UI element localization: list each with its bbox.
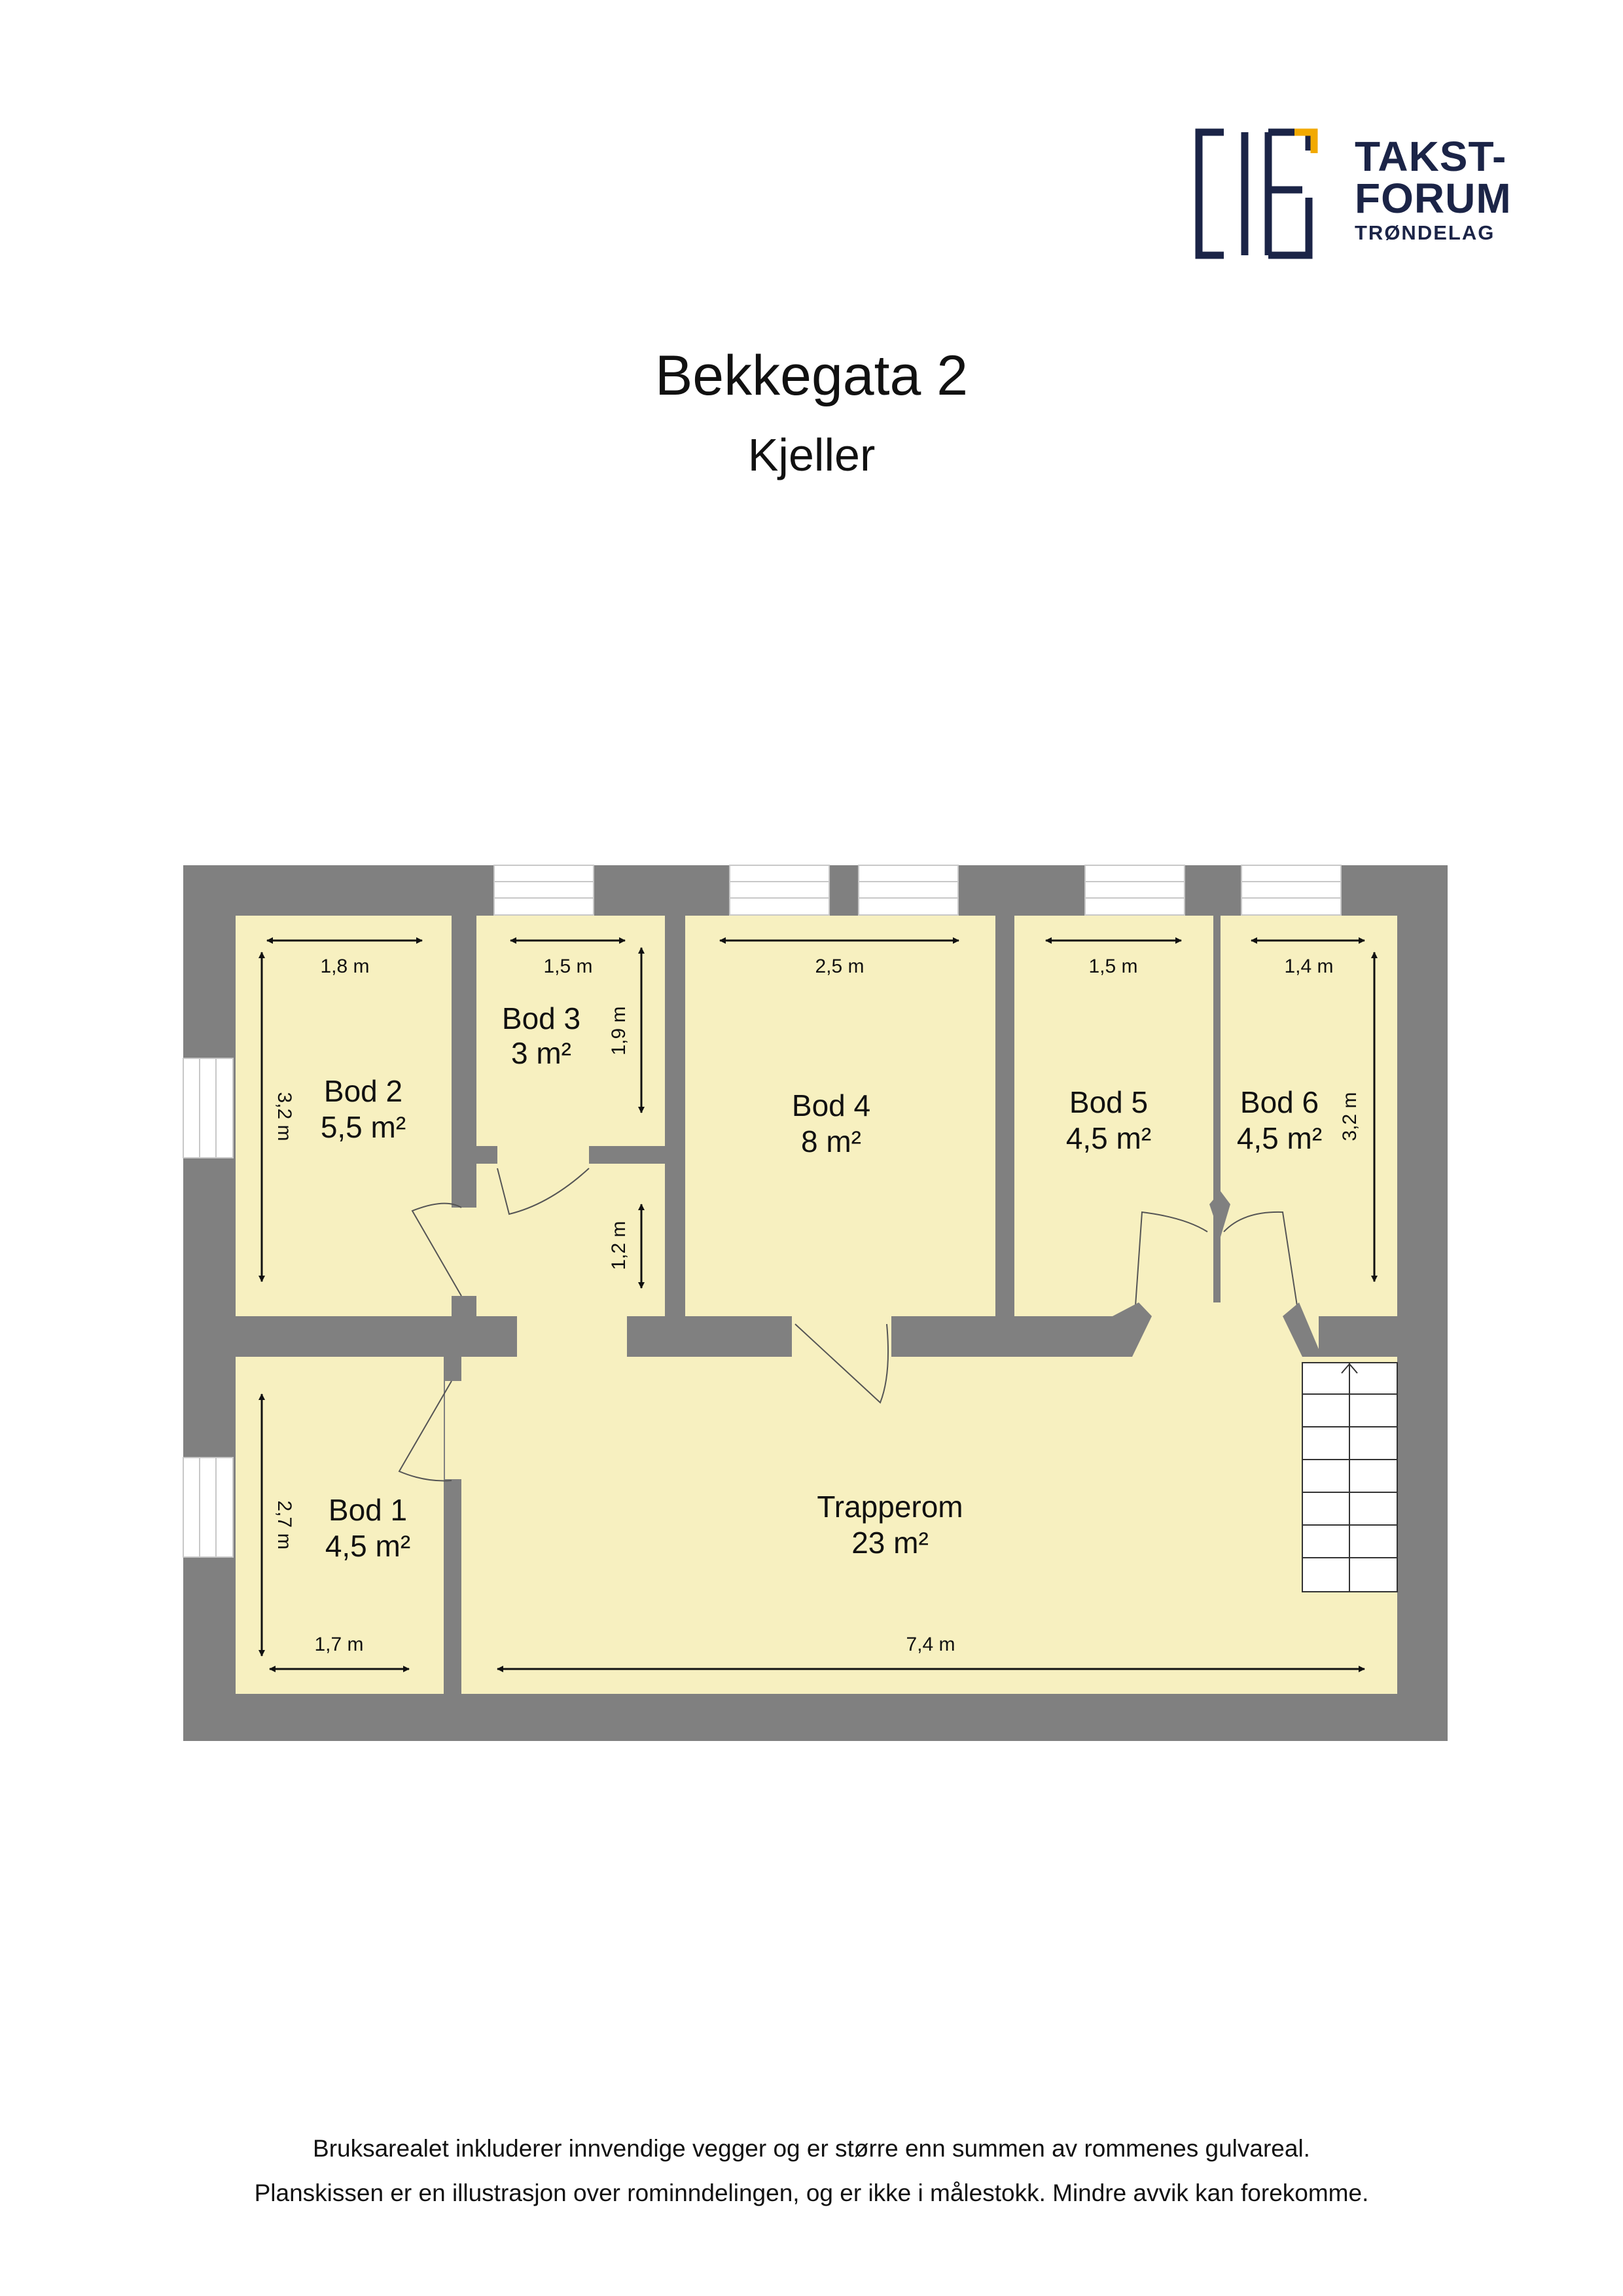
room-area-bod1: 4,5 m² [325,1529,410,1563]
dim-bod6-width: 1,4 m [1284,956,1333,977]
dim-bod1-width: 1,7 m [314,1634,363,1655]
window-top-3 [858,865,959,916]
dim-bod2-width: 1,8 m [320,956,369,977]
door-swings [398,1168,1298,1482]
room-name-bod2: Bod 2 [324,1074,402,1108]
floor-bod2 [236,916,452,1316]
room-name-bod3: Bod 3 [502,1001,580,1035]
floor-trapperom [461,1164,1397,1694]
room-area-bod3: 3 m² [511,1036,571,1070]
window-top-1 [493,865,594,916]
logo-text-line1: TAKST- [1355,133,1507,180]
room-name-trapperom: Trapperom [817,1490,963,1524]
window-left-1 [183,1058,234,1158]
logo-text-line2: FORUM [1355,175,1512,222]
dim-bod2-height: 3,2 m [274,1092,295,1141]
disclaimer-line-2: Planskissen er en illustrasjon over romi… [254,2179,1369,2206]
window-top-2 [729,865,830,916]
room-name-bod1: Bod 1 [329,1493,407,1527]
takstforum-logo-mark [1195,128,1318,259]
floor-bod6 [1221,916,1397,1316]
room-floors [236,916,1397,1694]
dim-bod4-width: 2,5 m [815,956,864,977]
dim-hall-height: 1,2 m [608,1221,630,1270]
dim-bod6-height: 3,2 m [1339,1092,1361,1141]
windows [183,865,1342,1558]
room-name-bod6: Bod 6 [1240,1085,1319,1119]
room-area-bod5: 4,5 m² [1066,1121,1151,1155]
room-area-bod6: 4,5 m² [1237,1121,1322,1155]
disclaimer-line-1: Bruksarealet inkluderer innvendige vegge… [313,2135,1310,2162]
dim-bod3-height: 1,9 m [608,1006,630,1055]
page-subtitle: Kjeller [747,429,876,480]
floor-bod3 [476,916,665,1146]
staircase [1302,1362,1398,1592]
room-area-bod2: 5,5 m² [321,1110,406,1144]
dim-bod1-height: 2,7 m [274,1500,295,1549]
room-name-bod5: Bod 5 [1069,1085,1148,1119]
floor-bod1 [236,1357,444,1694]
room-area-trapperom: 23 m² [851,1526,929,1560]
dim-bod5-width: 1,5 m [1088,956,1137,977]
dimension-lines [259,937,1378,1672]
dim-bod3-width: 1,5 m [543,956,592,977]
room-name-bod4: Bod 4 [792,1088,870,1122]
window-top-5 [1241,865,1342,916]
floor-bod5 [1014,916,1213,1316]
logo-text-line3: TRØNDELAG [1355,221,1495,244]
door-frames [1113,1191,1322,1357]
floor-bod4 [685,916,995,1316]
room-labels: Bod 2 5,5 m² Bod 3 3 m² Bod 4 8 m² Bod 5… [321,1001,1322,1563]
dimension-labels: 1,8 m 3,2 m 1,5 m 1,9 m 1,2 m 2,5 m 1,5 … [274,956,1361,1655]
dim-trapperom-width: 7,4 m [906,1634,955,1655]
window-left-2 [183,1457,234,1558]
window-top-4 [1084,865,1185,916]
page-title: Bekkegata 2 [654,344,969,407]
room-area-bod4: 8 m² [801,1124,861,1158]
